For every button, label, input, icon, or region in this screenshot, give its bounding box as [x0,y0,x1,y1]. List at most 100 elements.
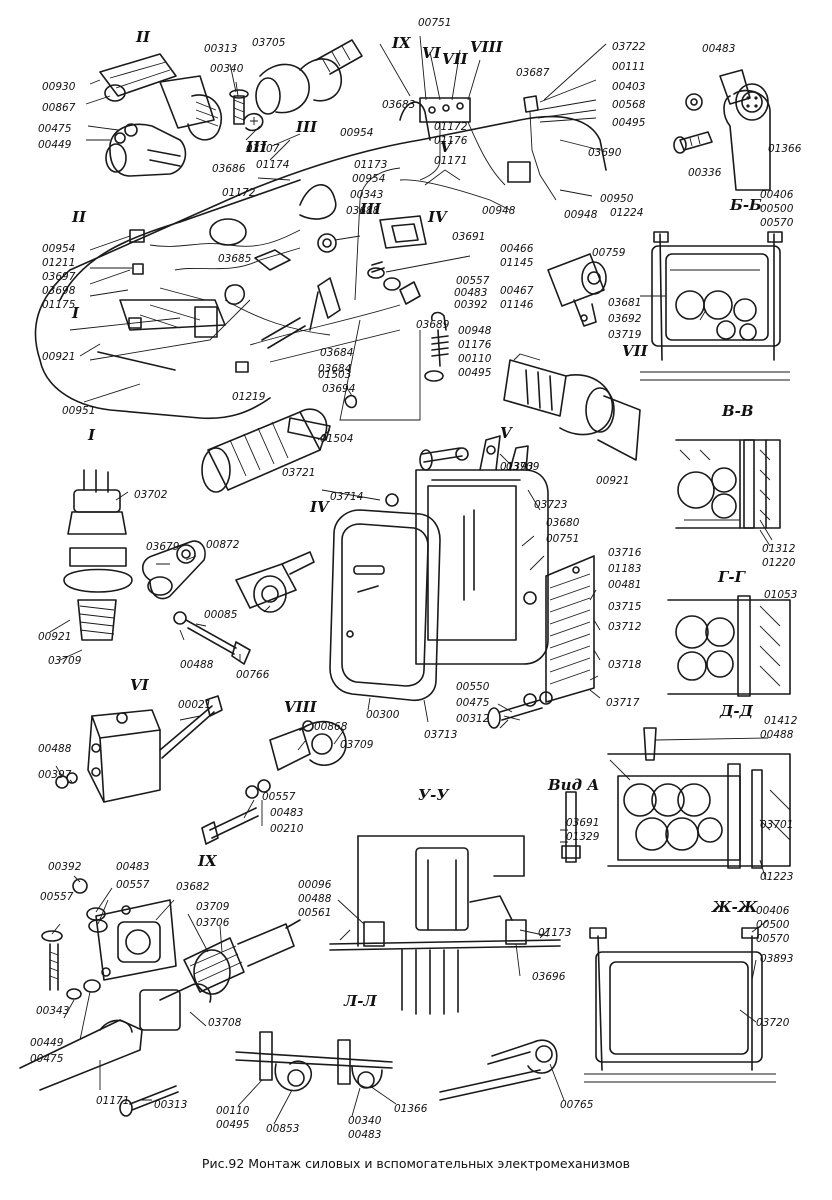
part-number-label: 01224 [610,207,643,219]
part-number-label: 00570 [760,217,794,229]
part-number-label: 00343 [350,189,383,201]
part-number-label: 00557 [262,791,296,803]
part-number-label: 03698 [42,285,76,297]
section-label: IV [309,498,330,516]
part-number-label: 03680 [546,517,580,529]
part-number-label: 00954 [340,127,373,139]
part-number-label: 03686 [212,163,246,175]
part-number-label: 00921 [42,351,75,363]
main-housing [34,95,607,421]
part-number-label: 00948 [458,325,492,337]
part-number-label: 00340 [210,63,244,75]
section-label: III [359,200,382,218]
part-number-label: 03688 [346,205,380,217]
part-number-label: 00954 [42,243,75,255]
part-number-label: 01146 [500,299,534,311]
part-number-label: 01172 [222,187,256,199]
part-number-label: 00483 [454,287,487,299]
part-number-label: 00950 [600,193,634,205]
part-number-label: 00921 [596,475,629,487]
part-number-label: 00449 [30,1037,64,1049]
section-label: V [500,424,513,442]
contact-strip [487,555,595,729]
bracket-viii [201,720,347,845]
part-number-label: 00765 [560,1099,594,1111]
section-zh-zh [584,927,776,1083]
relay-box-v [329,435,549,702]
part-number-label: 00483 [702,43,735,55]
part-number-label: 00449 [38,139,72,151]
part-number-label: 03692 [608,313,642,325]
part-number-label: 03709 [506,461,540,473]
part-number-label: 03708 [208,1017,242,1029]
section-u-u [329,835,561,1015]
part-number-label: 00313 [204,43,237,55]
part-number-label: 03715 [608,601,642,613]
part-number-label: 03717 [606,697,640,709]
connector-00759 [547,253,607,327]
part-number-label: 03694 [322,383,355,395]
part-number-label: 00021 [178,699,211,711]
block-vi [55,695,223,803]
section-label: VII [442,50,469,68]
part-number-label: 00481 [608,579,641,591]
part-number-label: 01175 [42,299,76,311]
part-number-label: 00483 [270,807,303,819]
view-a [561,791,581,863]
part-number-label: 00500 [760,203,794,215]
part-number-label: 03691 [566,817,599,829]
section-label: IX [197,852,218,870]
part-number-label: 01366 [768,143,802,155]
part-number-label: 03723 [534,499,567,511]
part-number-label: 01171 [434,155,467,167]
section-label: IV [427,208,448,226]
part-number-label: 03720 [756,1017,790,1029]
section-label: III [245,138,268,156]
part-number-label: 01173 [354,159,387,171]
part-number-label: 00557 [40,891,74,903]
part-number-label: 00495 [458,367,492,379]
section-label: VII [622,342,649,360]
part-number-label: 03701 [760,819,793,831]
section-label: I [71,304,80,322]
leader-lines [49,35,773,1125]
section-label: В-В [721,402,754,420]
part-number-label: 00110 [216,1105,250,1117]
section-l-l [235,1031,393,1092]
part-number-label: 03718 [608,659,642,671]
part-number-label: 03705 [252,37,286,49]
part-number-label: 00561 [298,907,331,919]
connector-vii [503,353,641,461]
part-number-label: 03684 [320,347,353,359]
part-number-label: 00336 [688,167,722,179]
part-number-label: 01174 [256,159,289,171]
part-number-label: 00488 [180,659,214,671]
part-number-label: 00557 [116,879,150,891]
part-number-label: 00466 [500,243,534,255]
part-number-label: 00495 [216,1119,250,1131]
section-label: Б-Б [729,196,762,214]
part-number-label: 00406 [760,189,794,201]
part-number-label: 03707 [246,143,280,155]
part-number-label: 00853 [266,1123,299,1135]
part-number-label: 01393 [500,461,533,473]
part-number-label: 00568 [612,99,646,111]
section-label: VI [422,44,442,62]
section-label: VIII [284,698,318,716]
part-number-label: 00397 [38,769,72,781]
part-number-label: 01329 [566,831,600,843]
section-label: IX [391,34,412,52]
part-number-label: 00954 [352,173,385,185]
part-number-label: 01176 [458,339,492,351]
part-number-label: 03709 [340,739,374,751]
part-number-label: 00488 [760,729,794,741]
section-b-b [673,69,771,191]
section-label: III [295,118,318,136]
part-number-label: 00110 [458,353,492,365]
part-number-label: 00300 [366,709,400,721]
section-g-g [667,595,791,697]
clip-00765 [439,1039,558,1101]
part-number-label: 03689 [416,319,450,331]
